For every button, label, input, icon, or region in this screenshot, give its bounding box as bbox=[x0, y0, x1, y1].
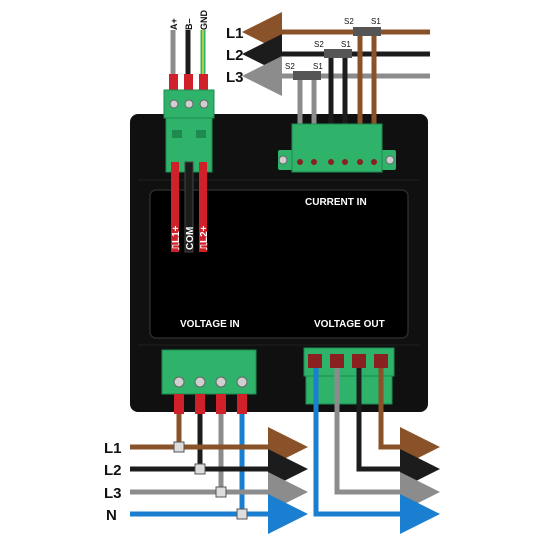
current-terminal-screws bbox=[278, 155, 395, 165]
pulse-label-com: COM bbox=[185, 227, 196, 250]
supply-label-l3: L3 bbox=[104, 485, 122, 502]
rs485-terminal: A+ B– GND bbox=[163, 10, 215, 173]
screw-b bbox=[184, 99, 194, 109]
voltage-in-label: VOLTAGE IN bbox=[180, 319, 240, 330]
ct-l3-s1-label: S1 bbox=[313, 62, 323, 71]
junction-l3 bbox=[215, 486, 227, 498]
ct-sensor-l3 bbox=[293, 71, 321, 80]
voltage-in-wires bbox=[174, 394, 247, 514]
voltage-in-terminal bbox=[161, 349, 257, 395]
voltage-out-wires bbox=[313, 368, 440, 534]
ferrule-gnd bbox=[199, 74, 208, 90]
pulse-wire-l1 bbox=[171, 162, 179, 252]
voltage-out-terminal bbox=[303, 347, 395, 405]
rs485-label-b: B– bbox=[184, 18, 194, 30]
supply-lines: L1 L2 L3 N bbox=[104, 427, 308, 534]
junction-l2 bbox=[194, 463, 206, 475]
pulse-wire-com bbox=[184, 161, 194, 253]
current-in-terminal bbox=[278, 123, 396, 173]
ct-terminal-labels: S2 S1 S2 S1 S2 S1 bbox=[285, 17, 381, 71]
pulse-label-l1: ⎍L1+ bbox=[171, 225, 182, 251]
current-line-l1-label: L1 bbox=[226, 25, 244, 42]
ct-l3-s2-label: S2 bbox=[285, 62, 295, 71]
rs485-label-a: A+ bbox=[169, 18, 179, 30]
junction-n bbox=[236, 508, 248, 520]
current-line-l3-label: L3 bbox=[226, 69, 244, 86]
pulse-label-l2: ⎍L2+ bbox=[199, 225, 210, 251]
vout-wire-l1 bbox=[378, 368, 440, 467]
vout-wire-l3 bbox=[334, 368, 440, 512]
ct-l2-s1-label: S1 bbox=[341, 40, 351, 49]
screw-gnd bbox=[199, 99, 209, 109]
ct-sensor-l2 bbox=[324, 49, 352, 58]
ct-l1-s2-label: S2 bbox=[344, 17, 354, 26]
supply-label-l2: L2 bbox=[104, 462, 122, 479]
vout-wire-n bbox=[313, 368, 440, 534]
supply-label-n: N bbox=[106, 507, 117, 524]
supply-label-l1: L1 bbox=[104, 440, 122, 457]
ct-sensor-l1 bbox=[353, 27, 381, 36]
ct-l2-s2-label: S2 bbox=[314, 40, 324, 49]
ferrule-a bbox=[169, 74, 178, 90]
screw-a bbox=[169, 99, 179, 109]
junction-l1 bbox=[173, 441, 185, 453]
vout-wire-l2 bbox=[356, 368, 440, 489]
rs485-label-gnd: GND bbox=[199, 10, 209, 31]
voltage-out-label: VOLTAGE OUT bbox=[314, 319, 385, 330]
ferrule-b bbox=[184, 74, 193, 90]
current-in-label: CURRENT IN bbox=[305, 197, 367, 208]
ct-l1-s1-label: S1 bbox=[371, 17, 381, 26]
current-line-l2-label: L2 bbox=[226, 47, 244, 64]
pulse-wire-l2 bbox=[199, 162, 207, 252]
pulse-output-wires: ⎍L1+ COM ⎍L2+ bbox=[171, 161, 210, 253]
meter-front-panel bbox=[149, 189, 409, 339]
